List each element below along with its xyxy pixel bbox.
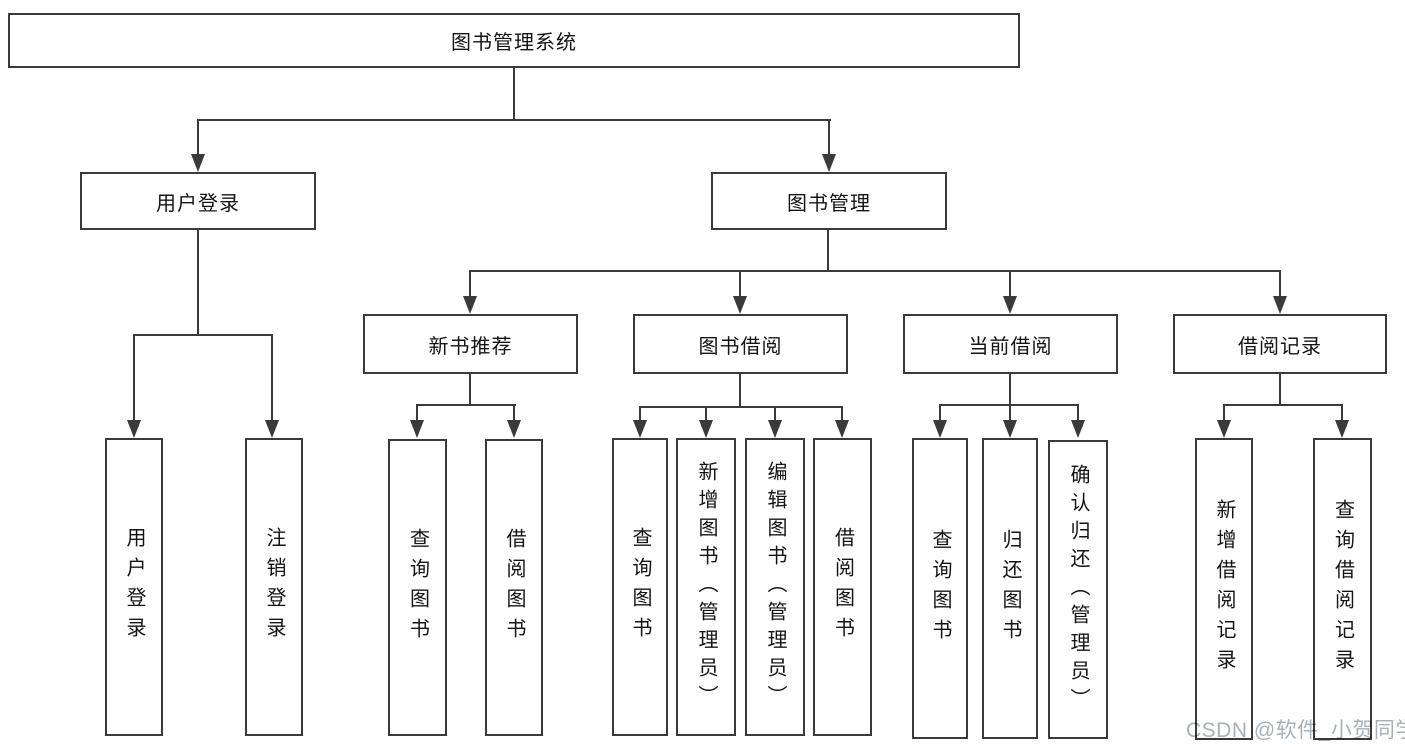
leaf-add-books-admin: 新增图书（管理员） [676,438,736,736]
connector-line [469,270,1281,272]
arrow-down-icon [933,420,947,438]
connector-line [827,230,829,272]
leaf-label: 查询借阅记录 [1331,499,1354,679]
connector-line [469,270,471,298]
leaf-return-books: 归还图书 [982,438,1038,739]
node-label: 借阅记录 [1238,335,1322,358]
node-new-book-recommend: 新书推荐 [363,314,578,374]
leaf-label: 借阅图书 [503,527,525,648]
connector-line [739,374,741,408]
leaf-add-borrow-record: 新增借阅记录 [1195,438,1253,740]
connector-line [271,334,273,421]
node-user-login: 用户登录 [80,172,316,230]
node-label: 当前借阅 [968,335,1053,358]
leaf-borrow-books: 借阅图书 [813,438,872,736]
arrow-down-icon [191,154,205,172]
connector-line [828,119,830,156]
connector-line [197,119,831,121]
node-borrowing-records: 借阅记录 [1173,314,1387,374]
leaf-label: 编辑图书（管理员） [764,461,786,713]
connector-line [197,119,199,156]
connector-line [1009,404,1011,421]
connector-line [416,404,418,422]
leaf-label: 借阅图书 [831,527,854,647]
connector-line [469,374,471,406]
leaf-label: 归还图书 [999,528,1021,649]
leaf-query-books-recommend: 查询图书 [388,439,447,736]
leaf-label: 新增借阅记录 [1213,499,1235,679]
connector-line [513,68,515,120]
connector-line [1223,404,1225,421]
arrow-down-icon [633,420,647,438]
arrow-down-icon [265,420,279,438]
arrow-down-icon [768,420,782,438]
connector-line [774,406,776,421]
csdn-watermark: CSDN @软件_小贺同学 [1186,719,1405,742]
leaf-label: 查询图书 [406,527,429,648]
connector-line [416,404,516,406]
connector-line [639,406,641,421]
connector-line [513,404,515,422]
leaf-label: 确认归还（管理员） [1067,463,1089,716]
arrow-down-icon [127,420,141,438]
arrow-down-icon [1273,296,1287,314]
connector-line [639,406,843,408]
leaf-label: 新增图书（管理员） [695,461,717,713]
leaf-query-books-borrowing: 查询图书 [612,438,668,736]
arrow-down-icon [822,154,836,172]
connector-line [1341,404,1343,421]
connector-line [939,404,941,421]
leaf-borrow-books-recommend: 借阅图书 [485,439,543,736]
connector-line [1279,374,1281,406]
leaf-logout: 注销登录 [245,438,303,736]
connector-line [1279,270,1281,298]
connector-line [739,270,741,298]
leaf-label: 用户登录 [123,527,145,647]
arrow-down-icon [1335,420,1349,438]
node-label: 图书管理系统 [451,32,577,54]
arrow-down-icon [1003,296,1017,314]
connector-line [841,406,843,421]
connector-line [197,230,199,336]
node-current-borrowing: 当前借阅 [903,314,1118,374]
arrow-down-icon [699,420,713,438]
leaf-edit-books-admin: 编辑图书（管理员） [745,438,805,736]
leaf-query-borrow-record: 查询借阅记录 [1313,438,1372,740]
arrow-down-icon [1071,420,1085,438]
node-label: 图书管理 [787,192,871,215]
leaf-confirm-return-admin: 确认归还（管理员） [1048,440,1108,739]
leaf-label: 注销登录 [263,527,285,647]
node-library-management-system: 图书管理系统 [8,13,1020,68]
node-label: 新书推荐 [428,335,513,358]
arrow-down-icon [410,420,424,438]
connector-line [1009,374,1011,406]
connector-line [133,334,273,336]
leaf-label: 查询图书 [629,527,651,647]
connector-line [133,334,135,421]
node-book-management: 图书管理 [711,172,947,230]
arrow-down-icon [1217,420,1231,438]
leaf-user-login: 用户登录 [105,438,163,736]
connector-line [1077,404,1079,421]
connector-line [1223,404,1343,406]
connector-line [1009,270,1011,298]
leaf-query-books-current: 查询图书 [912,438,968,739]
arrow-down-icon [733,296,747,314]
arrow-down-icon [463,296,477,314]
arrow-down-icon [507,420,521,438]
arrow-down-icon [835,420,849,438]
node-label: 图书借阅 [698,335,783,358]
connector-line [705,406,707,421]
leaf-label: 查询图书 [929,528,951,649]
arrow-down-icon [1003,420,1017,438]
node-label: 用户登录 [156,192,240,215]
node-book-borrowing: 图书借阅 [633,314,848,374]
